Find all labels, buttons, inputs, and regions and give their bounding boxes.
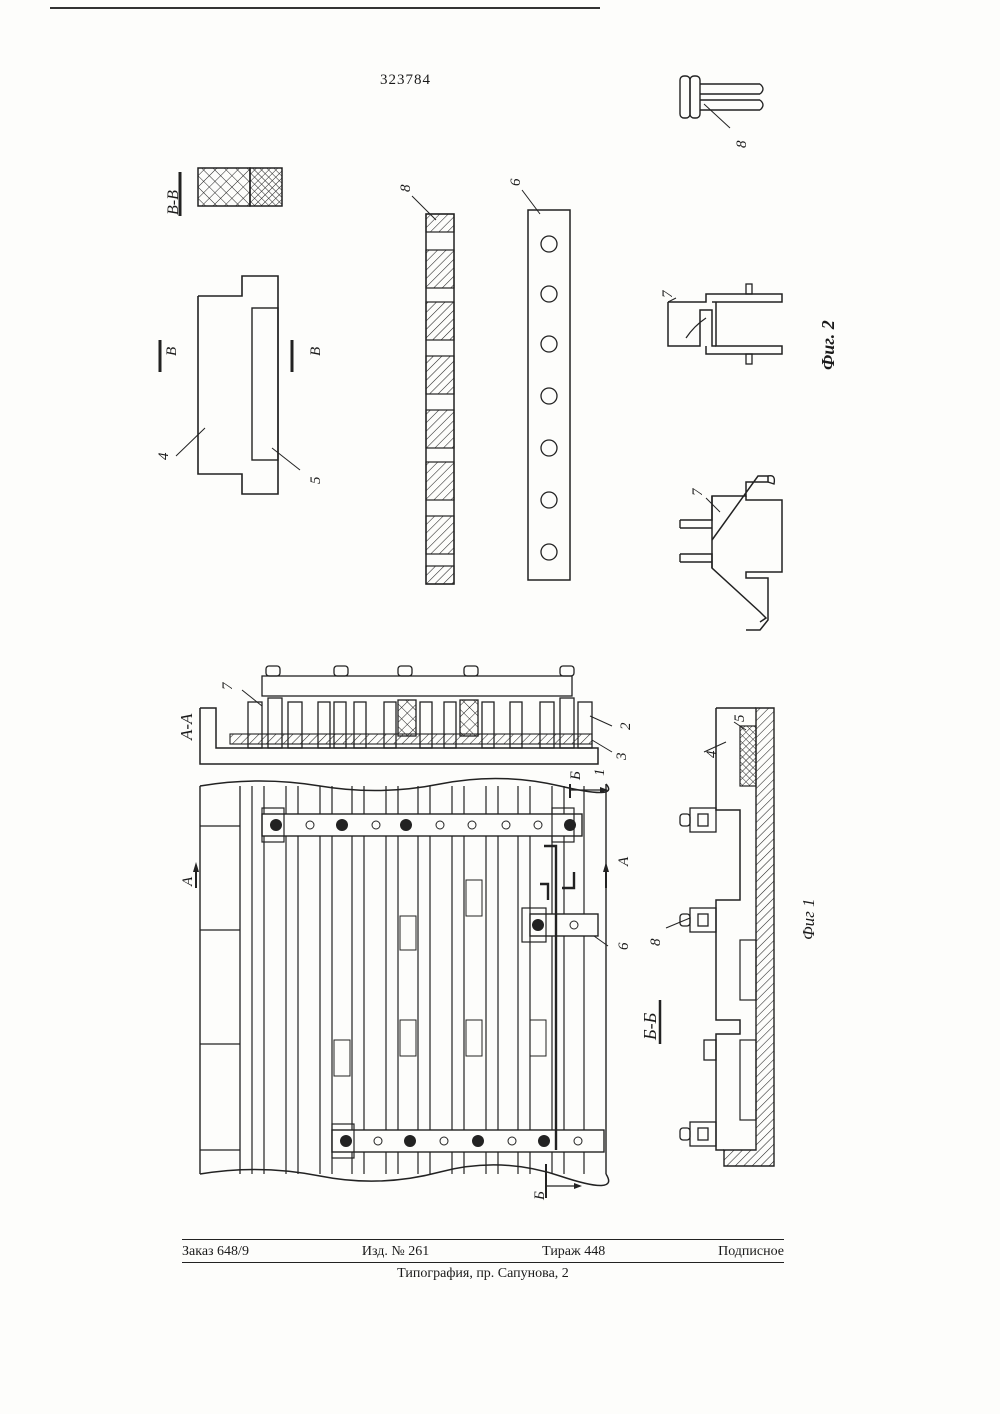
section-bb-label: Б-Б xyxy=(640,1012,660,1041)
circulation: Тираж 448 xyxy=(542,1244,605,1260)
strip-6-view: 6 xyxy=(508,178,570,580)
plan-view: 6 Б Б xyxy=(180,771,660,1201)
clip-7-bottom: 7 xyxy=(680,476,782,630)
footer-imprint: Заказ 648/9 Изд. № 261 Тираж 448 Подписн… xyxy=(182,1244,784,1260)
label-part-2: 2 xyxy=(618,722,634,730)
label-part-7-bottom: 7 xyxy=(690,487,706,496)
bar-6-middle: 6 xyxy=(522,908,632,950)
part-4-plate: В В 4 5 xyxy=(156,276,324,494)
fig1-caption: Фиг 1 xyxy=(799,898,818,940)
cut-b-top: Б xyxy=(568,771,584,781)
label-part-4-bb: 4 xyxy=(704,750,720,758)
label-part-8-bb: 8 xyxy=(648,938,664,946)
label-part-6-strip: 6 xyxy=(508,178,524,186)
edition-number: Изд. № 261 xyxy=(362,1244,429,1260)
label-part-6-plan: 6 xyxy=(616,942,632,950)
label-part-7-top: 7 xyxy=(660,289,676,298)
label-part-1: 1 xyxy=(592,769,608,777)
label-part-5-bb: 5 xyxy=(732,714,748,722)
cut-a-right: А xyxy=(616,856,632,867)
label-part-8-strip: 8 xyxy=(398,184,414,192)
cut-v-left: В xyxy=(164,347,180,356)
strip-8-view: 8 xyxy=(398,184,454,584)
clip-7-top: 7 Фиг. 2 xyxy=(660,284,838,370)
subscription: Подписное xyxy=(718,1244,784,1260)
cut-b-bottom: Б xyxy=(532,1191,548,1201)
section-vv-view: В-В xyxy=(165,168,282,216)
label-part-5: 5 xyxy=(308,476,324,484)
bar-6-top xyxy=(262,808,582,842)
printer-address: Типография, пр. Сапунова, 2 xyxy=(182,1266,784,1282)
section-aa-label: А-А xyxy=(177,713,196,741)
order-number: Заказ 648/9 xyxy=(182,1244,249,1260)
section-bb-view: 4 5 8 Фиг 1 xyxy=(648,708,818,1166)
label-part-4: 4 xyxy=(156,452,172,460)
bar-6-bottom xyxy=(332,1124,604,1158)
pin-8-detail: 8 xyxy=(680,76,763,148)
label-part-7-aa: 7 xyxy=(220,681,236,690)
fig2-caption: Фиг. 2 xyxy=(818,320,838,370)
label-part-8-pin: 8 xyxy=(734,140,750,148)
footer-rule-top xyxy=(182,1239,784,1240)
section-aa-view: А-А xyxy=(177,666,634,776)
cut-a-left: А xyxy=(180,876,196,887)
label-part-3: 3 xyxy=(614,753,630,762)
footer-rule-bottom xyxy=(182,1262,784,1263)
cut-v-right: В xyxy=(308,347,324,356)
